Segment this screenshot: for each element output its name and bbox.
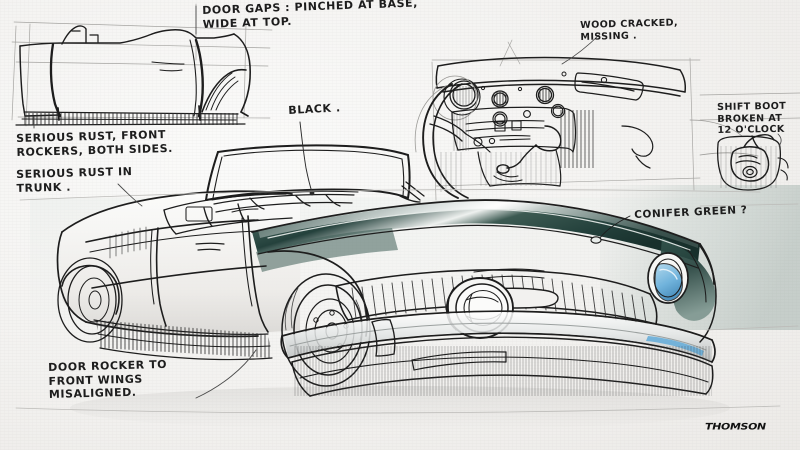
annotation-shift-boot: SHIFT BOOT BROKEN AT 12 O'CLOCK: [717, 100, 787, 136]
annotation-serious-rust-rockers: SERIOUS RUST, FRONT ROCKERS, BOTH SIDES.: [16, 128, 174, 159]
main-three-quarter-view: [15, 121, 799, 430]
annotation-black-hood: BLACK .: [288, 101, 341, 117]
annotation-wood-cracked: WOOD CRACKED, MISSING .: [580, 17, 679, 43]
artist-signature: THOMSON: [703, 421, 767, 432]
annotation-serious-rust-trunk: SERIOUS RUST IN TRUNK .: [16, 164, 133, 195]
side-profile-door-study: [11, 3, 273, 129]
shift-boot-study: [716, 133, 789, 191]
annotation-door-rocker-misaligned: DOOR ROCKER TO FRONT WINGS MISALIGNED.: [48, 357, 168, 401]
dashboard-study: [399, 33, 800, 203]
